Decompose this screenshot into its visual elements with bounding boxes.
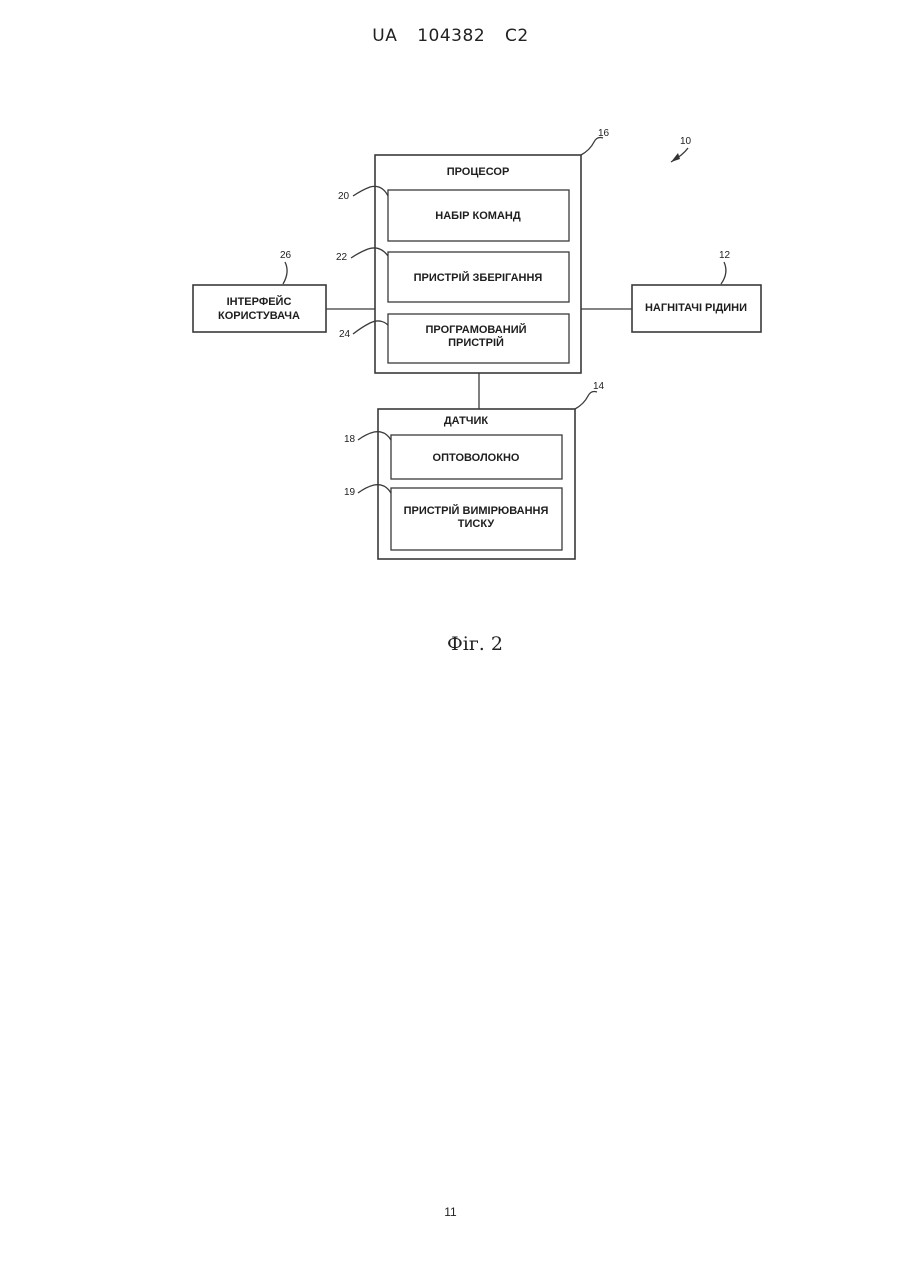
ref-programmed-device: 24 xyxy=(339,329,351,340)
ref-optical-fiber: 18 xyxy=(344,434,356,445)
programmed-device-label-line2: ПРИСТРІЙ xyxy=(448,336,504,349)
leader-processor xyxy=(581,138,603,156)
pressure-device-label-line2: ТИСКУ xyxy=(458,518,495,530)
sensor-title: ДАТЧИК xyxy=(444,415,489,427)
leader-user-interface xyxy=(283,262,287,284)
leader-fluid-pumps xyxy=(721,262,726,284)
storage-device-label: ПРИСТРІЙ ЗБЕРІГАННЯ xyxy=(414,271,543,284)
user-interface-box xyxy=(193,285,326,332)
ref-pressure-device: 19 xyxy=(344,487,356,498)
instruction-set-label: НАБІР КОМАНД xyxy=(435,210,521,222)
leader-sensor xyxy=(575,392,597,410)
pressure-device-label-line1: ПРИСТРІЙ ВИМІРЮВАННЯ xyxy=(404,504,549,517)
optical-fiber-label: ОПТОВОЛОКНО xyxy=(433,452,520,464)
ref-user-interface: 26 xyxy=(280,250,292,261)
ref-instruction-set: 20 xyxy=(338,191,350,202)
figure-caption: Фіг. 2 xyxy=(447,633,503,655)
ref-sensor: 14 xyxy=(593,381,605,392)
page-number: 11 xyxy=(0,1205,901,1219)
fluid-pumps-label: НАГНІТАЧІ РІДИНИ xyxy=(645,302,747,314)
user-interface-label-line1: ІНТЕРФЕЙС xyxy=(227,295,292,308)
user-interface-label-line2: КОРИСТУВАЧА xyxy=(218,310,300,322)
ref-storage-device: 22 xyxy=(336,252,348,263)
ref-system: 10 xyxy=(680,136,692,147)
arrowhead-system xyxy=(671,153,680,162)
processor-title: ПРОЦЕСОР xyxy=(447,166,510,178)
ref-fluid-pumps: 12 xyxy=(719,250,731,261)
programmed-device-label-line1: ПРОГРАМОВАНИЙ xyxy=(425,323,526,336)
